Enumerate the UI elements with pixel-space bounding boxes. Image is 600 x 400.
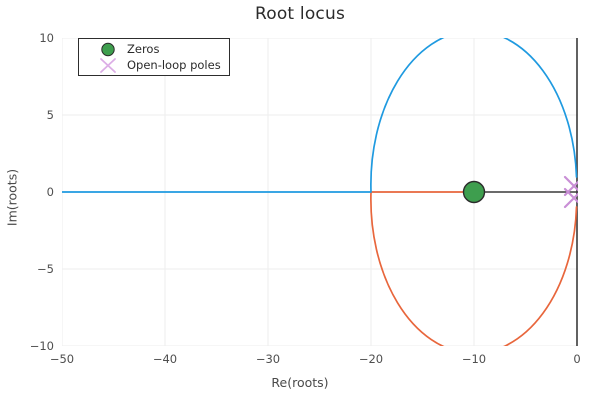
x-tick-label-neg50: −50 [49, 352, 75, 366]
y-tick-label-neg5: −5 [37, 262, 54, 276]
circle-marker-icon [101, 42, 115, 57]
legend-label-zeros: Zeros [127, 42, 160, 56]
x-tick-label-neg10: −10 [461, 352, 487, 366]
y-tick-label-5: 5 [46, 108, 54, 122]
plot-area [62, 38, 578, 346]
x-marker-icon [100, 58, 116, 73]
zero-marker [462, 180, 486, 204]
y-tick-label-0: 0 [46, 185, 54, 199]
x-tick-label-neg40: −40 [152, 352, 178, 366]
root-locus-plot-svg [62, 38, 578, 346]
legend-item-zeros: Zeros [79, 41, 231, 58]
page-title: Root locus [254, 4, 346, 24]
locus-branch-upper [62, 38, 578, 193]
x-axis-label: Re(roots) [271, 375, 329, 390]
x-tick-label-neg20: −20 [358, 352, 384, 366]
legend: Zeros Open-loop poles [78, 38, 230, 76]
y-tick-label-10: 10 [39, 31, 54, 45]
legend-label-open-loop-poles: Open-loop poles [127, 58, 221, 72]
locus-branch-lower [370, 191, 578, 346]
open-loop-pole-markers [563, 175, 578, 209]
x-marker-pole-lower [563, 187, 578, 209]
y-tick-label-neg10: −10 [29, 339, 54, 353]
x-tick-label-neg30: −30 [255, 352, 281, 366]
legend-item-open-loop-poles: Open-loop poles [79, 57, 231, 74]
x-tick-label-0: 0 [573, 352, 581, 366]
